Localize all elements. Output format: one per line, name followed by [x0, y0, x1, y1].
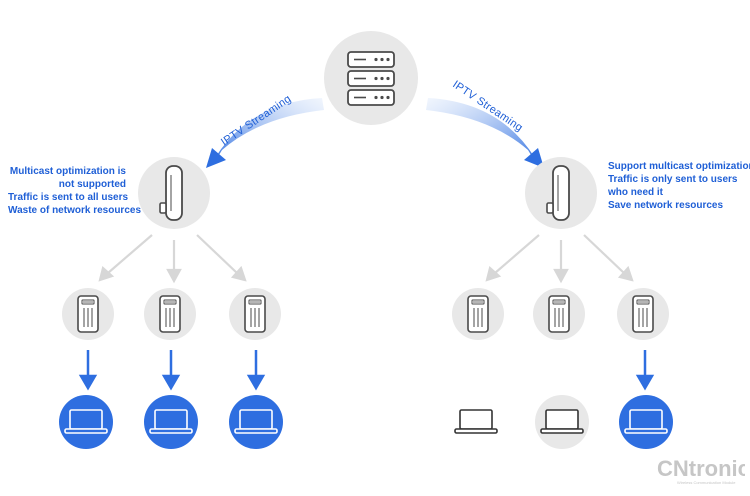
laptop-icon [149, 409, 193, 434]
cpe-node [144, 288, 196, 340]
laptop-icon [64, 409, 108, 434]
cpe-node [533, 288, 585, 340]
stream-label-left: IPTV Streaming [219, 93, 294, 149]
laptop-icon [540, 409, 584, 434]
server-node [324, 31, 418, 125]
server-icon [347, 51, 395, 106]
brand-logo: CNtronic Wireless Communication Module [657, 456, 745, 485]
connectors [98, 234, 634, 284]
access-point-right [525, 157, 597, 229]
right-branch-note: Support multicast optimization- Traffic … [608, 160, 750, 212]
laptop-icon [624, 409, 668, 434]
note-line: Save network resources [608, 200, 724, 211]
client-active [144, 395, 198, 449]
stream-beam-left [213, 98, 324, 165]
client-idle [449, 395, 503, 449]
client-active [59, 395, 113, 449]
cpe-icon [467, 295, 489, 333]
cpe-node [229, 288, 281, 340]
traffic-arrows [78, 350, 655, 391]
laptop-icon [454, 409, 498, 434]
note-line: Traffic is sent to all users [8, 192, 129, 203]
cpe-icon [548, 295, 570, 333]
cpe-icon [244, 295, 266, 333]
note-line: not supported [58, 179, 126, 190]
client-active [229, 395, 283, 449]
cpe-node [452, 288, 504, 340]
cpe-icon [632, 295, 654, 333]
left-branch-note: Multicast optimization is not supported … [8, 165, 142, 217]
logo-tagline: Wireless Communication Module [677, 480, 736, 485]
stream-beam-right [426, 98, 537, 165]
client-active [619, 395, 673, 449]
cpe-node [617, 288, 669, 340]
note-line: Support multicast optimization- [608, 161, 750, 172]
note-line: Waste of network resources [8, 205, 142, 216]
client-idle [535, 395, 589, 449]
cpe-icon [77, 295, 99, 333]
cpe-icon [159, 295, 181, 333]
note-line: Traffic is only sent to users [608, 174, 738, 185]
stream-arrowhead-left [206, 148, 226, 168]
access-point-left [138, 157, 210, 229]
note-line: who need it [608, 187, 663, 198]
note-line: Multicast optimization is [9, 166, 126, 177]
laptop-icon [234, 409, 278, 434]
stream-arrowhead-right [524, 148, 544, 168]
cpe-node [62, 288, 114, 340]
logo-text: CNtronic [657, 456, 745, 481]
